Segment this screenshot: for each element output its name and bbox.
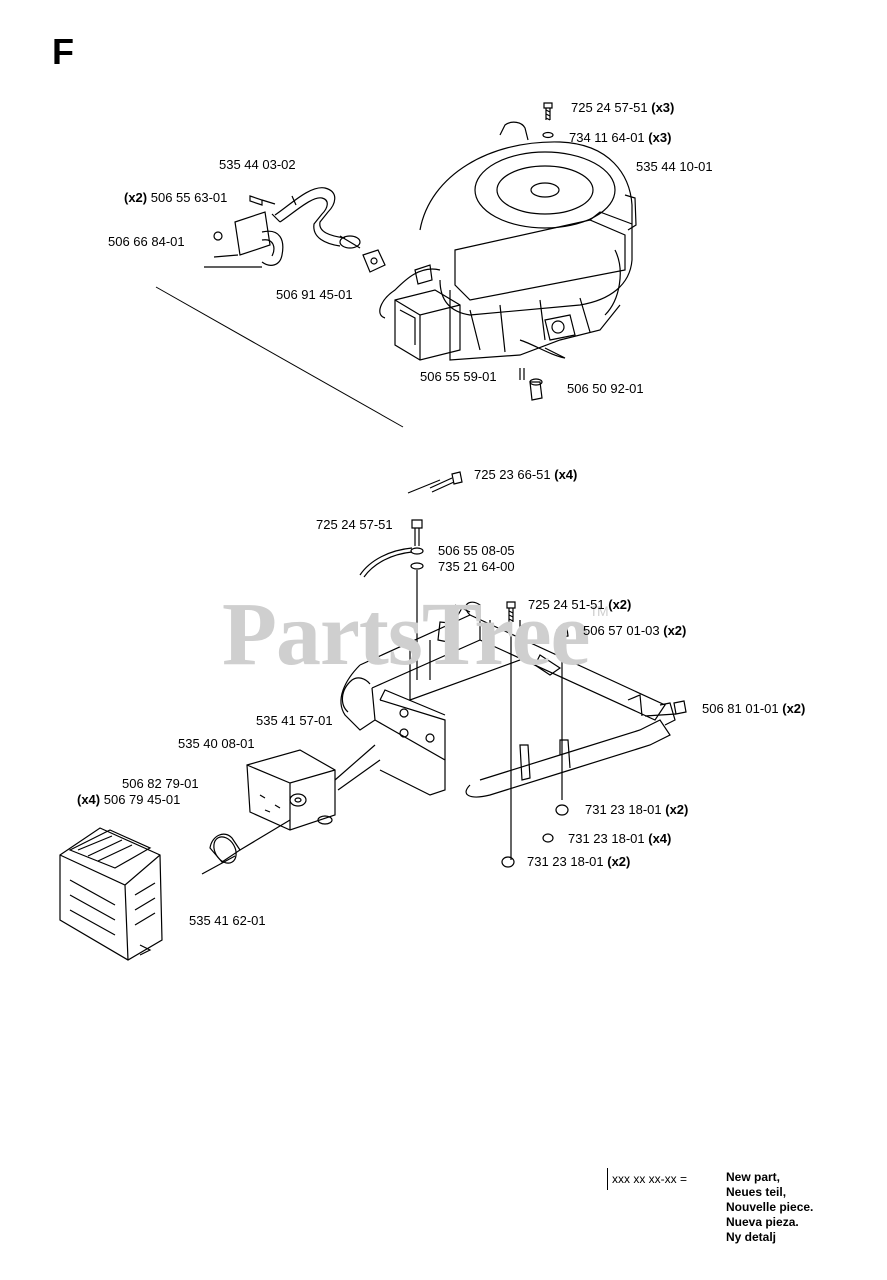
legend-terms: New part, Neues teil, Nouvelle piece. Nu… bbox=[726, 1170, 813, 1245]
section-letter: F bbox=[52, 31, 74, 72]
bolt-725236651-drawing bbox=[429, 471, 463, 493]
part-label-735-21-64-00[interactable]: 735 21 64-00 bbox=[438, 559, 515, 574]
engine-drawing bbox=[379, 121, 637, 361]
part-label-731-23-18-01-b[interactable]: 731 23 18-01 (x4) bbox=[568, 831, 672, 846]
part-label-506-91-45-01[interactable]: 506 91 45-01 bbox=[276, 287, 353, 302]
part-label-725-24-51-51[interactable]: 725 24 51-51 (x2) bbox=[528, 597, 632, 612]
part-label-506-55-59-01[interactable]: 506 55 59-01 bbox=[420, 369, 497, 384]
frame-bolts-drawing bbox=[501, 601, 687, 868]
part-label-506-81-01-01[interactable]: 506 81 01-01 (x2) bbox=[702, 701, 806, 716]
legend-term: Nueva pieza. bbox=[726, 1215, 799, 1229]
part-label-506-57-01-03[interactable]: 506 57 01-03 (x2) bbox=[583, 623, 687, 638]
frame-drawing bbox=[340, 601, 676, 798]
center-bolt-stack-drawing bbox=[359, 519, 424, 680]
top-bolt-drawing bbox=[542, 102, 554, 139]
muffler-guard-drawing bbox=[59, 827, 163, 961]
legend-term: Nouvelle piece. bbox=[726, 1200, 814, 1214]
part-label-506-66-84-01[interactable]: 506 66 84-01 bbox=[108, 234, 185, 249]
engine-small-parts-drawing bbox=[519, 368, 543, 401]
legend-marker bbox=[607, 1168, 608, 1190]
part-label-731-23-18-01-a[interactable]: 731 23 18-01 (x2) bbox=[585, 802, 689, 817]
part-label-535-41-57-01[interactable]: 535 41 57-01 bbox=[256, 713, 333, 728]
part-label-731-23-18-01-c[interactable]: 731 23 18-01 (x2) bbox=[527, 854, 631, 869]
watermark: PartsTreeTM bbox=[222, 585, 609, 684]
fuel-pipe-drawing bbox=[204, 187, 433, 285]
part-label-535-44-03-02[interactable]: 535 44 03-02 bbox=[219, 157, 296, 172]
legend-term: Ny detalj bbox=[726, 1230, 777, 1244]
legend-term: New part, bbox=[726, 1170, 781, 1184]
part-label-506-55-08-05[interactable]: 506 55 08-05 bbox=[438, 543, 515, 558]
part-label-734-11-64-01[interactable]: 734 11 64-01 (x3) bbox=[569, 130, 672, 145]
reference-lines bbox=[155, 286, 441, 494]
part-label-535-41-62-01[interactable]: 535 41 62-01 bbox=[189, 913, 266, 928]
part-label-506-50-92-01[interactable]: 506 50 92-01 bbox=[567, 381, 644, 396]
spark-arrestor-drawing bbox=[201, 819, 291, 875]
part-label-506-79-45-01[interactable]: (x4) 506 79 45-01 bbox=[77, 792, 181, 807]
part-label-506-55-63-01[interactable]: (x2) 506 55 63-01 bbox=[124, 190, 228, 205]
part-label-725-23-66-51[interactable]: 725 23 66-51 (x4) bbox=[474, 467, 578, 482]
legend-term: Neues teil, bbox=[726, 1185, 787, 1199]
part-label-725-24-57-51-x3[interactable]: 725 24 57-51 (x3) bbox=[571, 100, 675, 115]
muffler-drawing bbox=[246, 744, 381, 831]
part-label-725-24-57-51[interactable]: 725 24 57-51 bbox=[316, 517, 393, 532]
legend-code: xxx xx xx-xx = bbox=[612, 1172, 688, 1186]
part-label-535-44-10-01[interactable]: 535 44 10-01 bbox=[636, 159, 713, 174]
part-label-535-40-08-01[interactable]: 535 40 08-01 bbox=[178, 736, 255, 751]
part-label-506-82-79-01[interactable]: 506 82 79-01 bbox=[122, 776, 199, 791]
